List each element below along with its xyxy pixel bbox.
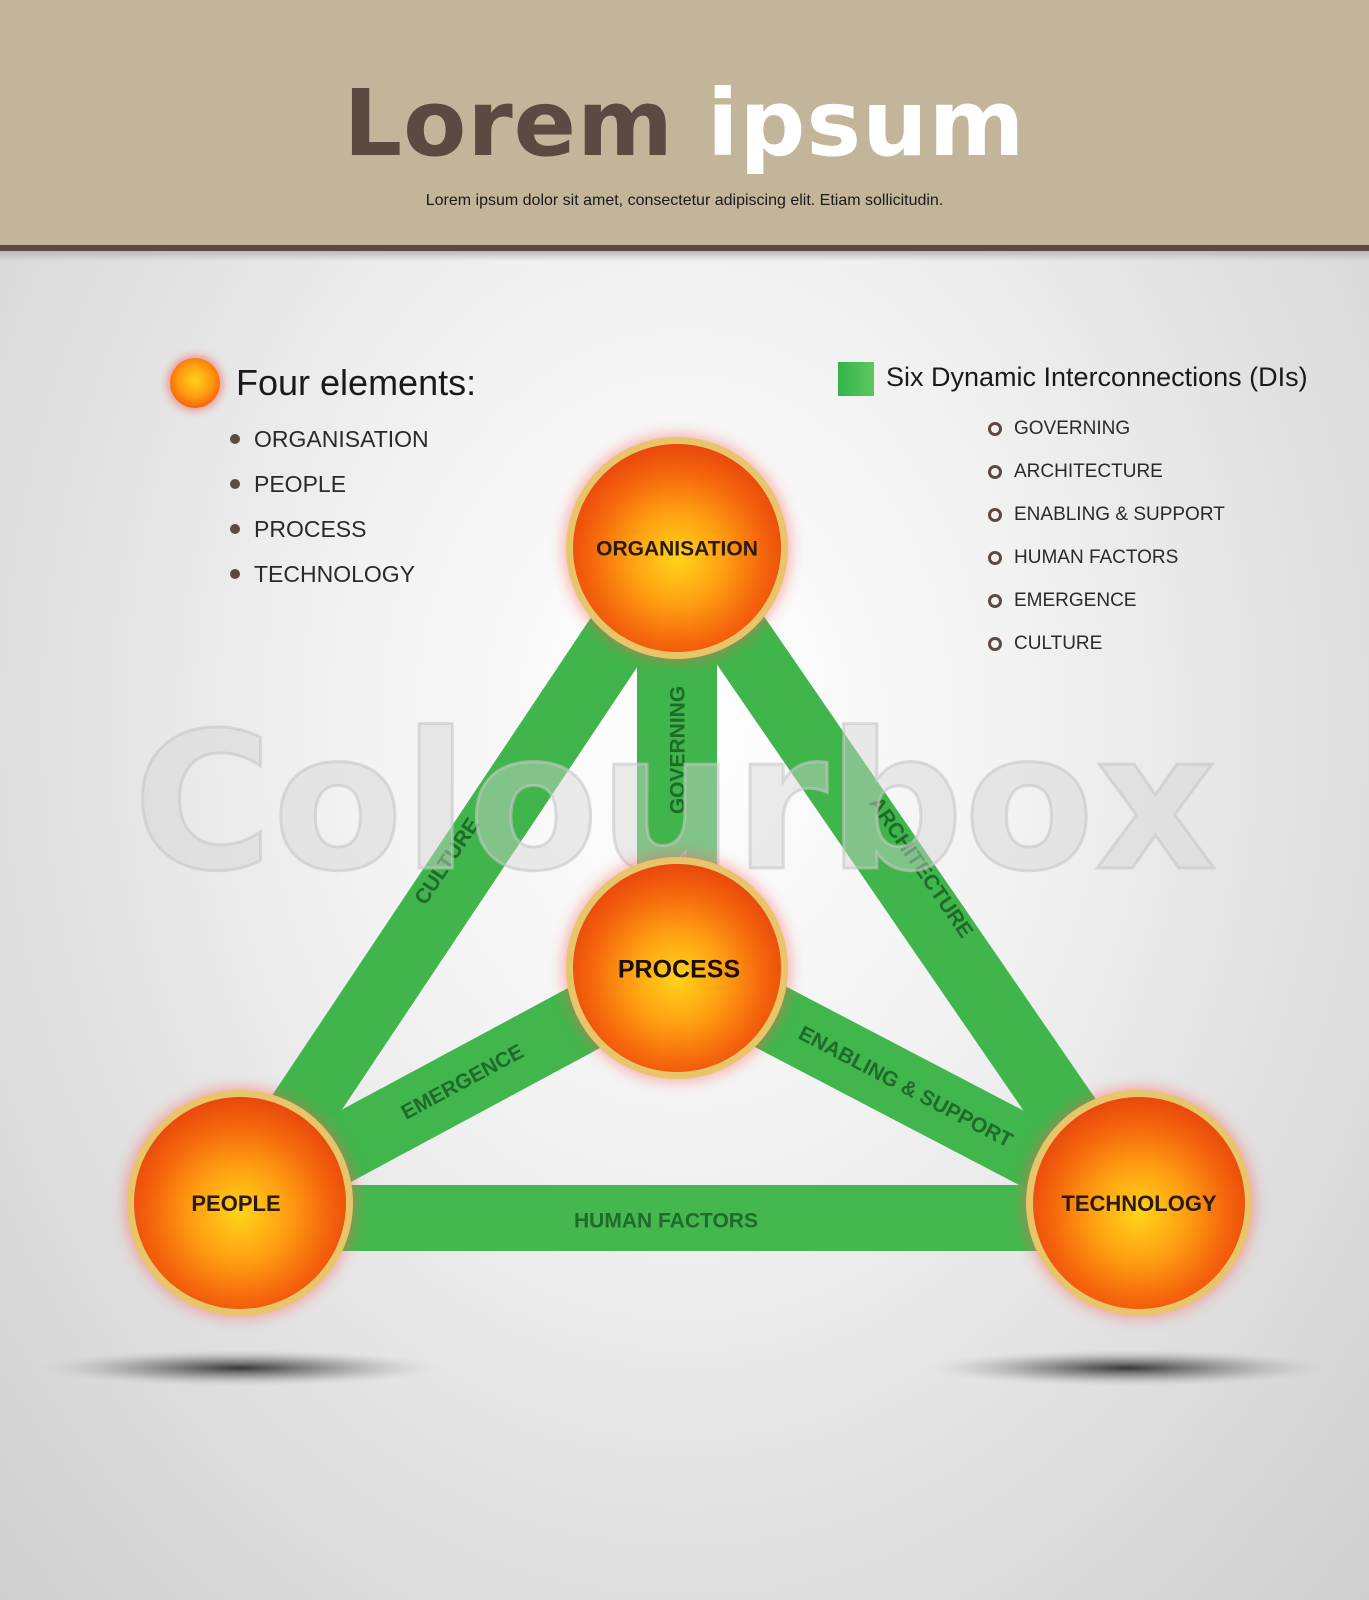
ring-bullet-icon bbox=[988, 594, 1002, 608]
list-item: ARCHITECTURE bbox=[988, 461, 1225, 504]
interconnections-list: GOVERNING ARCHITECTURE ENABLING & SUPPOR… bbox=[988, 418, 1225, 676]
interconnections-heading: Six Dynamic Interconnections (DIs) bbox=[886, 362, 1308, 392]
green-square-icon bbox=[838, 362, 874, 396]
technology-node: TECHNOLOGY bbox=[1023, 1087, 1255, 1319]
list-item: GOVERNING bbox=[988, 418, 1225, 461]
bullet-dot-icon bbox=[230, 434, 240, 444]
four-elements-list: ORGANISATION PEOPLE PROCESS TECHNOLOGY bbox=[230, 426, 429, 606]
list-item-label: CULTURE bbox=[1014, 633, 1103, 654]
list-item-label: ARCHITECTURE bbox=[1014, 461, 1163, 482]
list-item: ORGANISATION bbox=[230, 426, 429, 471]
title-word-2: ipsum bbox=[706, 70, 1026, 177]
ring-bullet-icon bbox=[988, 637, 1002, 651]
list-item: PEOPLE bbox=[230, 471, 429, 516]
organisation-label: ORGANISATION bbox=[596, 538, 758, 561]
people-node: PEOPLE bbox=[124, 1087, 356, 1319]
people-label: PEOPLE bbox=[191, 1191, 280, 1216]
orange-orb-icon bbox=[170, 358, 220, 408]
list-item-label: PROCESS bbox=[254, 516, 367, 542]
people-floor-shadow bbox=[40, 1350, 440, 1386]
human-factors-label: HUMAN FACTORS bbox=[574, 1210, 758, 1233]
list-item: PROCESS bbox=[230, 516, 429, 561]
architecture-connector bbox=[649, 529, 1155, 1222]
list-item-label: HUMAN FACTORS bbox=[1014, 547, 1179, 568]
bullet-dot-icon bbox=[230, 569, 240, 579]
culture-connector bbox=[212, 529, 705, 1222]
ring-bullet-icon bbox=[988, 422, 1002, 436]
four-elements-heading: Four elements: bbox=[236, 362, 477, 403]
list-item-label: EMERGENCE bbox=[1014, 590, 1137, 611]
process-label: PROCESS bbox=[618, 956, 740, 984]
list-item-label: ORGANISATION bbox=[254, 426, 429, 452]
list-item-label: GOVERNING bbox=[1014, 418, 1131, 439]
list-item: TECHNOLOGY bbox=[230, 561, 429, 606]
list-item: CULTURE bbox=[988, 633, 1225, 676]
list-item: EMERGENCE bbox=[988, 590, 1225, 633]
list-item: ENABLING & SUPPORT bbox=[988, 504, 1225, 547]
page-title: Lorem ipsum bbox=[0, 78, 1369, 170]
title-word-1: Lorem bbox=[343, 70, 674, 177]
governing-label: GOVERNING bbox=[667, 686, 690, 814]
list-item-label: TECHNOLOGY bbox=[254, 561, 416, 587]
bullet-dot-icon bbox=[230, 524, 240, 534]
list-item: HUMAN FACTORS bbox=[988, 547, 1225, 590]
organisation-node: ORGANISATION bbox=[563, 434, 791, 662]
header-band bbox=[0, 0, 1369, 245]
ring-bullet-icon bbox=[988, 551, 1002, 565]
technology-floor-shadow bbox=[927, 1350, 1327, 1386]
technology-label: TECHNOLOGY bbox=[1061, 1191, 1217, 1216]
header-divider bbox=[0, 245, 1369, 251]
process-node: PROCESS bbox=[563, 854, 791, 1082]
page-subtitle: Lorem ipsum dolor sit amet, consectetur … bbox=[425, 192, 944, 209]
ring-bullet-icon bbox=[988, 465, 1002, 479]
header-shadow bbox=[0, 251, 1369, 261]
bullet-dot-icon bbox=[230, 479, 240, 489]
list-item-label: ENABLING & SUPPORT bbox=[1014, 504, 1225, 525]
ring-bullet-icon bbox=[988, 508, 1002, 522]
list-item-label: PEOPLE bbox=[254, 471, 347, 497]
